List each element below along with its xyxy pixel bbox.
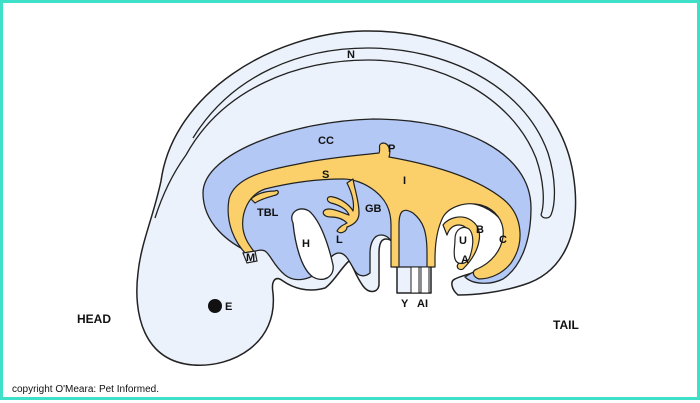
label-l: L xyxy=(336,234,343,246)
cloacal-pocket xyxy=(453,226,474,265)
yolk-stalk xyxy=(410,266,420,294)
label-s: S xyxy=(322,169,329,181)
neural-tube-outer xyxy=(192,47,556,216)
label-m: M xyxy=(246,252,255,264)
label-n: N xyxy=(347,49,355,61)
copyright-text: copyright O'Meara: Pet Informed. xyxy=(12,384,159,395)
label-tbl: TBL xyxy=(257,207,279,219)
heart-region xyxy=(291,208,334,280)
neural-tube-head-end xyxy=(154,154,187,219)
neural-tube-inner xyxy=(185,59,544,216)
label-y: Y xyxy=(401,298,409,310)
label-cc: CC xyxy=(318,135,334,147)
label-gb: GB xyxy=(365,203,382,215)
label-a: A xyxy=(461,254,469,266)
label-ai: AI xyxy=(417,298,428,310)
label-head: HEAD xyxy=(77,312,111,326)
label-p: P xyxy=(388,143,395,155)
neural-tube-end xyxy=(540,214,552,219)
mouth-notch xyxy=(242,250,258,264)
eye-dot xyxy=(208,299,222,313)
label-c: C xyxy=(499,234,507,246)
allantoic-stalk xyxy=(420,266,430,294)
embryo-diagram: N CC P S I TBL GB H L M E U B C A Y AI H… xyxy=(77,30,579,366)
label-tail: TAIL xyxy=(553,318,579,332)
label-b: B xyxy=(476,224,484,236)
label-h: H xyxy=(302,238,310,250)
label-i: I xyxy=(403,175,406,187)
label-e: E xyxy=(225,301,232,313)
label-u: U xyxy=(459,235,467,247)
